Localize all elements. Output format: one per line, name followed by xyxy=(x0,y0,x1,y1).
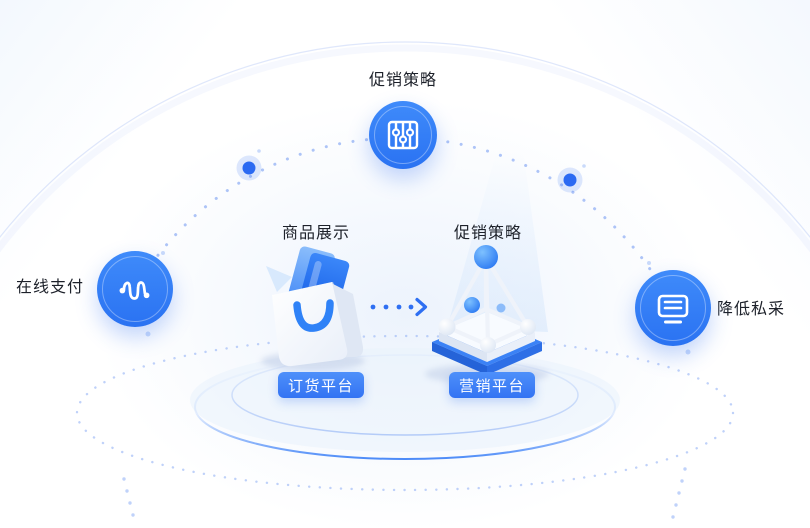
background-arcs xyxy=(0,41,810,253)
node-promotion-strategy xyxy=(369,101,437,169)
sliders-icon xyxy=(387,120,419,150)
dotted-trails xyxy=(122,467,687,519)
node-reduce-private-purchase xyxy=(635,270,711,346)
products-title: 商品展示 xyxy=(281,225,350,242)
left-node-label: 在线支付 xyxy=(16,279,85,296)
arrow-dotted xyxy=(370,297,428,317)
marketing-platform-button[interactable]: 营销平台 xyxy=(449,372,536,398)
top-node-label: 促销策略 xyxy=(368,72,437,89)
connection-arc xyxy=(133,136,675,310)
screen-icon xyxy=(657,294,689,324)
right-node-label: 降低私采 xyxy=(717,301,786,318)
promotion-title: 促销策略 xyxy=(453,225,522,242)
node-online-payment xyxy=(97,251,173,327)
platform-ellipses xyxy=(75,334,735,492)
arc-node-dot-left xyxy=(236,155,262,181)
ordering-platform-button[interactable]: 订货平台 xyxy=(278,372,365,398)
decorative-specks xyxy=(145,149,691,355)
arc-node-dot-right xyxy=(557,167,583,193)
waveform-icon xyxy=(119,281,150,300)
shopping-bag-illustration xyxy=(261,246,365,370)
